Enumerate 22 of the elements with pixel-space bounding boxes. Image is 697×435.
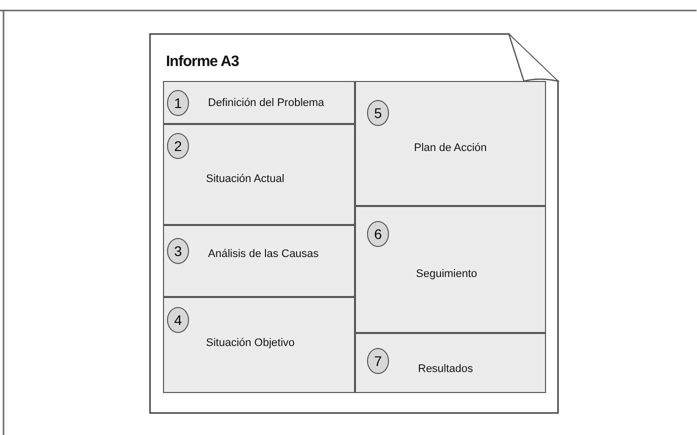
number-circle: 1 xyxy=(167,90,189,116)
section-box xyxy=(163,297,355,393)
number-circle: 5 xyxy=(367,100,389,126)
section-box xyxy=(163,124,355,225)
section-title: Análisis de las Causas xyxy=(208,248,319,260)
section-box xyxy=(163,81,355,124)
number-circle: 2 xyxy=(167,133,189,159)
section-box xyxy=(355,206,546,333)
number-circle: 6 xyxy=(367,221,389,247)
section-box xyxy=(163,225,355,297)
section-title: Situación Objetivo xyxy=(206,337,295,349)
section-title: Definición del Problema xyxy=(208,97,324,109)
number-circle: 4 xyxy=(167,307,189,333)
title: Informe A3 xyxy=(166,53,239,70)
section-title: Situación Actual xyxy=(206,173,284,185)
number-circle: 7 xyxy=(367,348,389,374)
section-title: Resultados xyxy=(418,363,474,375)
section-title: Seguimiento xyxy=(416,268,478,280)
section-box xyxy=(355,81,546,206)
section-box xyxy=(355,333,546,393)
number-circle: 3 xyxy=(167,238,189,264)
section-title: Plan de Acción xyxy=(414,142,487,154)
